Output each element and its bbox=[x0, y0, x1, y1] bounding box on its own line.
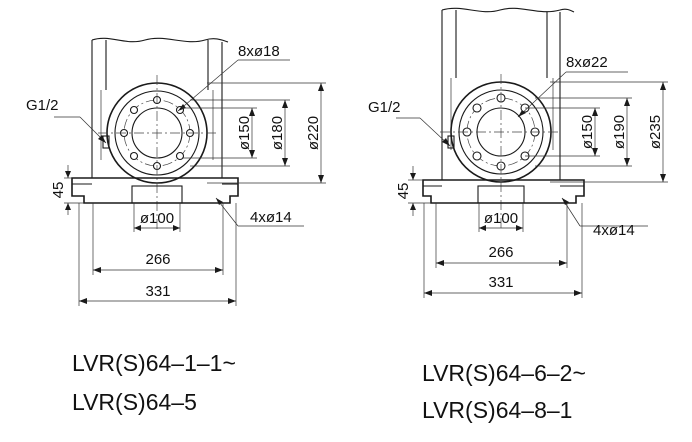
dia-inner-label: ø150 bbox=[236, 116, 253, 150]
dia-outer-label: ø235 bbox=[647, 115, 664, 149]
pump-base bbox=[422, 162, 585, 232]
pump-column bbox=[91, 37, 229, 178]
model-name-line1: LVR(S)64–6–2~ bbox=[422, 360, 586, 386]
bolt-hole bbox=[472, 103, 482, 113]
width-inner-label: 266 bbox=[488, 244, 513, 261]
bolt-holes-label: 8xø18 bbox=[238, 43, 280, 60]
model-name-line2: LVR(S)64–5 bbox=[72, 389, 197, 415]
dia-pitch-label: ø190 bbox=[611, 115, 628, 149]
port-dia-label: ø100 bbox=[140, 210, 174, 227]
flange bbox=[440, 74, 560, 230]
width-inner-label: 266 bbox=[145, 251, 170, 268]
thread-label: G1/2 bbox=[368, 99, 401, 116]
pump-column bbox=[441, 7, 575, 162]
model-name-line1: LVR(S)64–1–1~ bbox=[72, 350, 236, 376]
bolt-hole bbox=[472, 151, 482, 161]
height-label: 45 bbox=[395, 183, 412, 200]
pump-base bbox=[71, 177, 239, 232]
base-holes-label: 4xø14 bbox=[593, 222, 635, 239]
base-holes-label: 4xø14 bbox=[250, 209, 292, 226]
dia-outer-label: ø220 bbox=[305, 116, 322, 150]
bolt-hole bbox=[129, 105, 139, 115]
dia-inner-label: ø150 bbox=[579, 115, 596, 149]
width-outer-label: 331 bbox=[488, 274, 513, 291]
port-dia-label: ø100 bbox=[484, 210, 518, 227]
pump-drawing-right: 8xø22 ø150 ø190 ø235 G1/2 45 ø100 4xø14 … bbox=[368, 7, 668, 423]
bolt-hole bbox=[129, 151, 139, 161]
dia-pitch-label: ø180 bbox=[269, 116, 286, 150]
thread-label: G1/2 bbox=[26, 97, 59, 114]
dimension-lines bbox=[396, 71, 668, 298]
pump-drawing-left: 8xø18 ø150 ø180 ø220 G1/2 45 ø100 4xø14 … bbox=[26, 37, 326, 415]
dimension-lines bbox=[54, 59, 326, 306]
height-label: 45 bbox=[50, 182, 67, 199]
width-outer-label: 331 bbox=[145, 283, 170, 300]
bolt-hole bbox=[175, 151, 185, 161]
bolt-holes-label: 8xø22 bbox=[566, 54, 608, 71]
flange bbox=[98, 75, 216, 232]
model-name-line2: LVR(S)64–8–1 bbox=[422, 397, 572, 423]
